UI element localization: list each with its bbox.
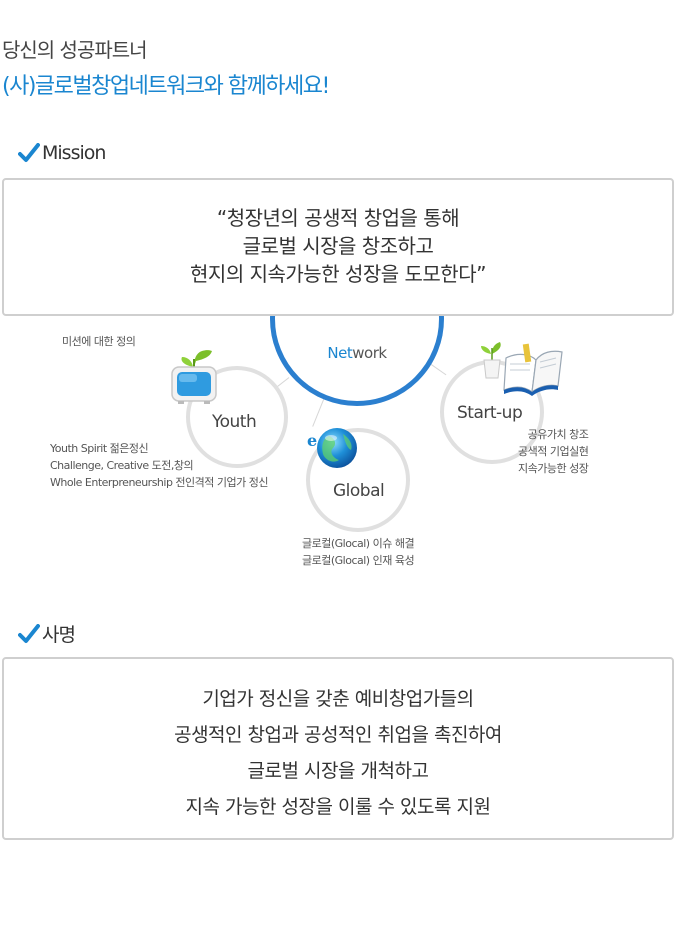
diagram-caption: 미션에 대한 정의 [62,335,136,348]
startup-desc-line: 공색적 기업실현 [518,445,589,458]
global-desc-line: 글로컬(Glocal) 인재 육성 [302,554,415,567]
svg-text:e: e [307,431,317,450]
network-label-prefix: Net [327,344,353,362]
mission-quote-line: “청장년의 공생적 창업을 통해 [216,206,460,230]
youth-desc-line: Whole Enterpreneurship 전인격적 기업가 정신 [50,476,269,489]
mission-quote-line: 글로벌 시장을 창조하고 [242,234,434,258]
samyeong-label: 사명 [42,624,76,646]
samyeong-heading: 사명 [18,620,76,647]
startup-desc-line: 공유가치 창조 [527,428,589,441]
startup-desc-line: 지속가능한 성장 [518,462,589,475]
global-description: 글로컬(Glocal) 이슈 해결 글로컬(Glocal) 인재 육성 [302,535,415,569]
network-node: Network [270,316,444,408]
book-sprout-icon [481,342,563,396]
headline-partner: 당신의 성공파트너 [2,38,148,62]
youth-description: Youth Spirit 젊은정신 Challenge, Creative 도전… [50,440,269,491]
check-icon [18,623,40,643]
check-icon [18,143,40,162]
network-label-suffix: work [352,344,387,362]
youth-desc-line: Challenge, Creative 도전,창의 [50,459,194,472]
globe-icon: e [307,428,357,468]
global-circle [306,428,410,532]
network-label: Network [270,344,444,362]
samyeong-box: 기업가 정신을 갖춘 예비창업가들의 공생적인 창업과 공성적인 취업을 촉진하… [2,657,674,840]
samyeong-line: 공생적인 창업과 공성적인 취업을 촉진하여 [174,724,502,746]
youth-label: Youth [212,412,257,432]
samyeong-line: 지속 가능한 성장을 이룰 수 있도록 지원 [185,796,491,818]
mission-box: “청장년의 공생적 창업을 통해 글로벌 시장을 창조하고 현지의 지속가능한 … [2,178,674,316]
samyeong-line: 글로벌 시장을 개척하고 [247,760,429,782]
mission-label: Mission [42,142,106,164]
startup-description: 공유가치 창조 공색적 기업실현 지속가능한 성장 [518,426,589,477]
mission-heading: Mission [18,142,106,164]
startup-label: Start-up [457,403,523,423]
global-desc-line: 글로컬(Glocal) 이슈 해결 [302,537,415,550]
mission-quote-line: 현지의 지속가능한 성장을 도모한다” [190,262,486,286]
samyeong-line: 기업가 정신을 갖춘 예비창업가들의 [202,688,474,710]
headline-org: (사)글로벌창업네트워크와 함께하세요! [2,74,330,99]
tv-sprout-icon [171,350,217,404]
youth-desc-line: Youth Spirit 젊은정신 [50,442,149,455]
global-label: Global [333,481,385,501]
